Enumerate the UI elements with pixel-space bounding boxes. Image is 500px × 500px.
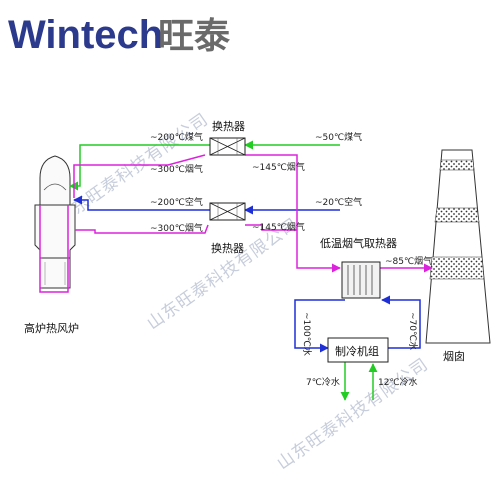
flue-to-bottom-hx [75,224,209,234]
heat-exchanger-top: 换热器 [209,119,246,156]
flue-gas-lines [39,154,433,293]
label-water-12: 12℃冷水 [378,376,418,388]
gas-outlet-line [79,144,210,172]
stove-label: 高炉热风炉 [24,321,79,335]
logo-latin-text: Wintech [8,13,163,57]
label-flue-145-bottom: ~145℃烟气 [252,221,305,233]
hot-blast-stove: 高炉热风炉 [24,155,79,335]
water-return-line [381,295,421,349]
air-lines [73,195,340,215]
label-gas-200: ~200℃煤气 [150,131,203,143]
label-flue-85: ~85℃烟气 [385,255,432,267]
stream-labels: ~200℃煤气 ~50℃煤气 ~300℃烟气 ~145℃烟气 ~200℃空气 ~… [150,131,432,388]
air-to-stove-line [73,195,210,211]
flue-to-top-hx [73,154,206,198]
chimney-label: 烟囱 [443,349,465,363]
flue-gas-heat-extractor: 低温烟气取热器 [320,236,397,299]
label-flue-300-bottom: ~300℃烟气 [150,222,203,234]
stove-flue-loop [39,205,69,293]
gas-to-stove-line [69,172,81,191]
label-water-70: ~70℃水 [407,312,419,350]
hx-bottom-label: 换热器 [211,241,244,255]
chimney: 烟囱 [425,149,491,363]
flue-top-to-extractor [245,154,341,273]
watermark-3: 山东旺泰科技有限公司 [273,354,432,474]
label-gas-50: ~50℃煤气 [315,131,362,143]
logo-cjk-text: 旺泰 [158,16,231,57]
refrigeration-unit-label: 制冷机组 [335,344,379,358]
label-flue-300-top: ~300℃烟气 [150,163,203,175]
hx-top-label: 换热器 [212,119,245,133]
heat-exchanger-bottom: 换热器 [209,202,246,255]
label-water-100: ~100℃水 [301,312,313,356]
extractor-label: 低温烟气取热器 [320,236,397,250]
refrigeration-unit: 制冷机组 [327,337,389,363]
flue-bottom-to-main [245,224,297,231]
label-air-200: ~200℃空气 [150,196,203,208]
water-hot-line [294,299,345,353]
label-flue-145-top: ~145℃烟气 [252,161,305,173]
label-water-7: 7℃冷水 [306,376,340,388]
company-logo: Wintech 旺泰 [8,13,231,57]
label-air-20: ~20℃空气 [315,196,362,208]
water-lines [294,295,421,401]
